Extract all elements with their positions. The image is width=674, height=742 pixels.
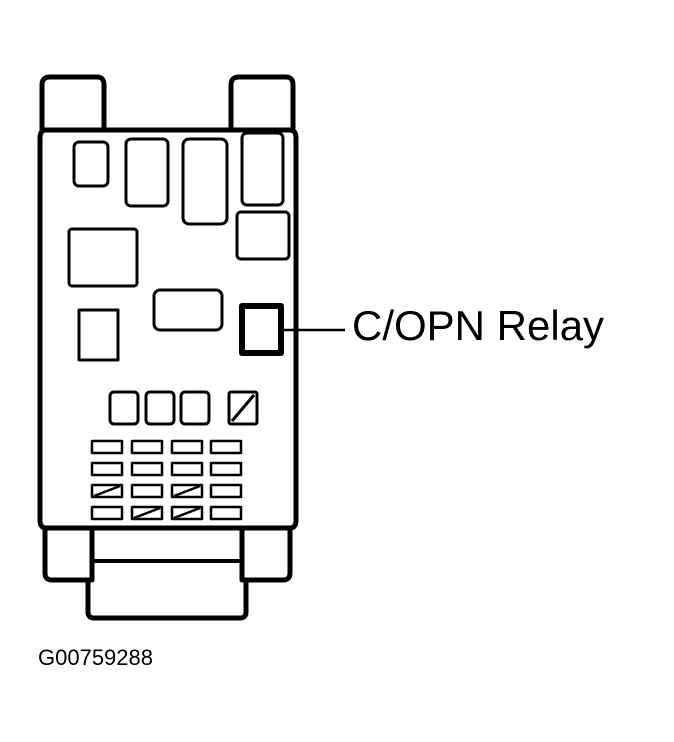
top-right-tab [228,74,296,130]
c-opn-relay [239,303,284,356]
block-body [37,127,299,531]
top-left-tab [39,74,107,130]
relay-right-mid [235,210,291,261]
relay-large-left [67,227,139,288]
mini-fuse-grid [90,439,243,521]
relay-center [152,288,224,332]
relay-top-3 [240,131,285,207]
figure-id: G00759288 [38,645,153,670]
fuse-row-3 [179,390,211,426]
bottom-left-tab [42,530,95,583]
bottom-connector [85,580,249,621]
relay-top-1 [124,137,170,208]
callout-label: C/OPN Relay [352,302,605,349]
fuse-row-4-spare [227,390,259,426]
fuse-row-1 [108,390,140,426]
small-fuse-top-left [72,140,110,188]
bottom-right-tab [239,530,293,583]
fuse-row-2 [144,390,176,426]
relay-left-small [77,308,120,362]
relay-top-2 [181,137,229,226]
